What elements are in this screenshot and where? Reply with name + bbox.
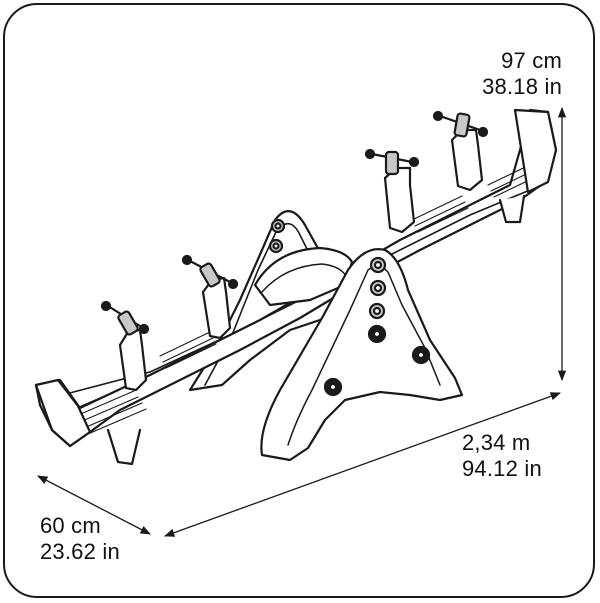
length-dimension-line [164,392,561,537]
handle-right-inner [364,148,420,234]
depth-dimension-line [37,475,151,535]
height-label: 97 cm 38.18 in [482,48,562,100]
depth-label: 60 cm 23.62 in [40,513,120,565]
height-imperial: 38.18 in [482,74,562,99]
handle-left-inner [181,254,239,340]
height-metric: 97 cm [501,48,562,73]
seesaw-illustration [34,108,558,466]
length-metric: 2,34 m [462,430,531,455]
handle-right-outer [432,110,489,192]
diagram-frame [3,3,595,598]
length-imperial: 94.12 in [462,456,542,481]
handle-left-outer [100,300,150,392]
depth-imperial: 23.62 in [40,539,120,564]
depth-metric: 60 cm [40,513,101,538]
length-label: 2,34 m 94.12 in [462,430,542,482]
